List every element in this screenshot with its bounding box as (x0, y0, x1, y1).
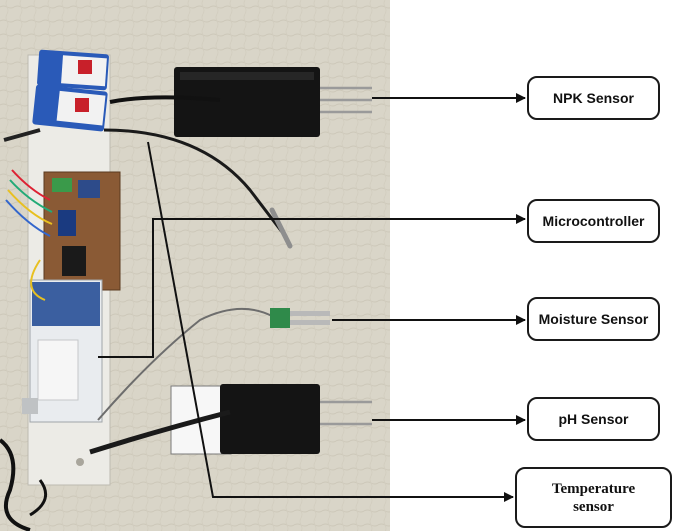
microcontroller-label: Microcontroller (527, 199, 660, 243)
wires (0, 128, 53, 531)
moisture-sensor-label-text: Moisture Sensor (538, 311, 649, 327)
npk-sensor-label-text: NPK Sensor (553, 90, 634, 106)
temperature-sensor-label-line1: Temperature (551, 480, 636, 497)
temperature-sensor-label: Temperature sensor (515, 467, 672, 528)
npk-sensor-label: NPK Sensor (527, 76, 660, 120)
battery-icon (32, 49, 109, 132)
sensor-setup-photo (0, 0, 390, 531)
ph-sensor-label-text: pH Sensor (558, 411, 629, 427)
ph-sensor-label: pH Sensor (527, 397, 660, 441)
temperature-sensor-label-line2: sensor (573, 498, 614, 515)
microcontroller-label-text: Microcontroller (542, 213, 645, 229)
moisture-sensor-label: Moisture Sensor (527, 297, 660, 341)
npk-sensor-probe-icon (109, 67, 372, 137)
